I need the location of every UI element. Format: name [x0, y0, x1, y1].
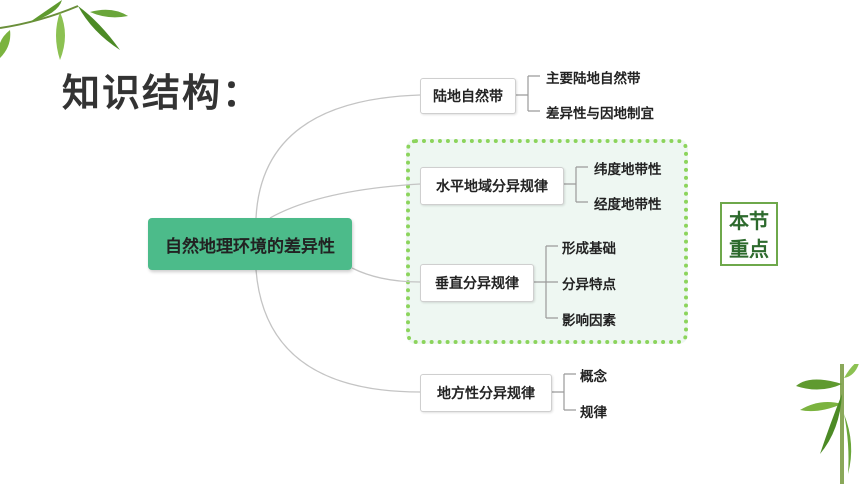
key-point-label: 本节 重点 [720, 202, 778, 266]
leaf-differentiation-features: 分异特点 [562, 277, 616, 293]
leaf-longitudinal-zonality: 经度地带性 [594, 197, 662, 213]
leaf-latitudinal-zonality: 纬度地带性 [594, 162, 662, 178]
leaf-difference-and-adaptation: 差异性与因地制宜 [546, 106, 654, 122]
leaf-main-land-zones: 主要陆地自然带 [546, 71, 641, 87]
page-title: 知识结构： [62, 71, 263, 115]
leaf-influencing-factors: 影响因素 [562, 313, 616, 329]
branch-node-vertical-differentiation: 垂直分异规律 [420, 264, 534, 302]
leaf-concept: 概念 [580, 369, 607, 385]
bamboo-leaves-icon [0, 0, 128, 60]
branch-node-land-natural-zones: 陆地自然带 [420, 78, 516, 114]
key-point-line2: 重点 [729, 237, 769, 261]
root-topic-node: 自然地理环境的差异性 [148, 218, 352, 270]
leaf-patterns: 规律 [580, 405, 607, 421]
leaf-formation-basis: 形成基础 [562, 241, 616, 257]
branch-node-horizontal-differentiation: 水平地域分异规律 [420, 167, 564, 205]
bamboo-leaves-icon [796, 364, 859, 484]
branch-node-local-differentiation: 地方性分异规律 [420, 374, 552, 412]
key-point-line1: 本节 [729, 209, 769, 233]
